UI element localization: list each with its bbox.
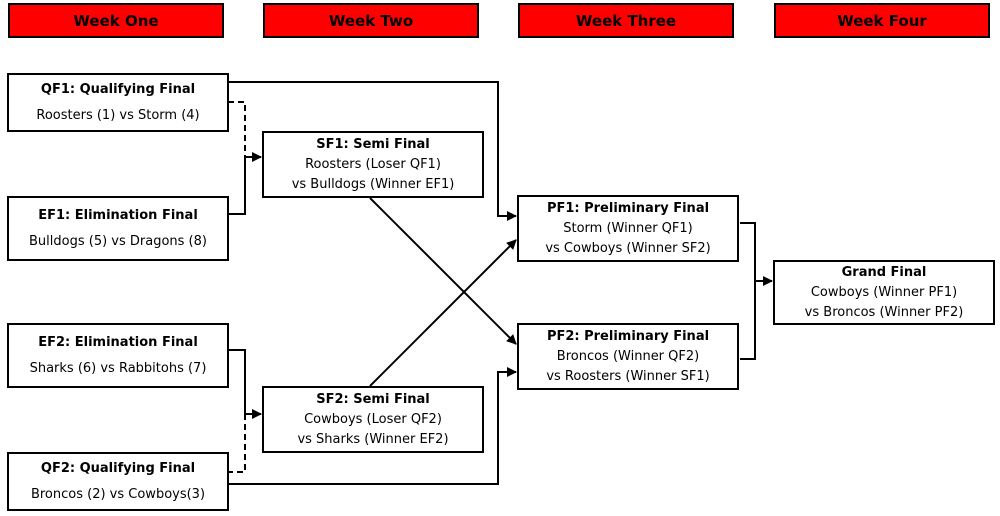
week-one-header: Week One xyxy=(8,3,224,38)
match-teams-line-2: vs Roosters (Winner SF1) xyxy=(546,368,710,384)
match-teams: Bulldogs (5) vs Dragons (8) xyxy=(29,233,207,249)
connector-ef2-sf2 xyxy=(228,349,262,419)
match-teams: Sharks (6) vs Rabbitohs (7) xyxy=(29,360,207,376)
connector-qf1-pf1 xyxy=(228,81,517,221)
connector-sf2-pf1 xyxy=(369,239,517,387)
connector-qf2-pf2 xyxy=(228,367,517,485)
week-three-header: Week Three xyxy=(518,3,734,38)
match-title: EF2: Elimination Final xyxy=(38,334,198,350)
match-title: Grand Final xyxy=(841,264,927,280)
connector-qf2-sf2-dashed xyxy=(228,414,246,473)
match-title: PF2: Preliminary Final xyxy=(546,328,710,344)
match-teams-line-1: Storm (Winner QF1) xyxy=(563,220,693,236)
match-title: QF1: Qualifying Final xyxy=(40,81,196,97)
match-grand-final: Grand Final Cowboys (Winner PF1) vs Bron… xyxy=(773,260,995,325)
match-pf2: PF2: Preliminary Final Broncos (Winner Q… xyxy=(517,323,739,390)
match-qf1: QF1: Qualifying Final Roosters (1) vs St… xyxy=(7,73,229,132)
week-four-header: Week Four xyxy=(774,3,990,38)
match-ef1: EF1: Elimination Final Bulldogs (5) vs D… xyxy=(7,196,229,261)
match-teams-line-1: Roosters (Loser QF1) xyxy=(305,156,441,172)
match-title: PF1: Preliminary Final xyxy=(546,200,710,216)
match-pf1: PF1: Preliminary Final Storm (Winner QF1… xyxy=(517,195,739,262)
match-teams: Roosters (1) vs Storm (4) xyxy=(36,107,200,123)
match-teams-line-1: Cowboys (Loser QF2) xyxy=(304,411,442,427)
match-qf2: QF2: Qualifying Final Broncos (2) vs Cow… xyxy=(7,452,229,511)
match-sf1: SF1: Semi Final Roosters (Loser QF1) vs … xyxy=(262,131,484,198)
match-teams-line-2: vs Bulldogs (Winner EF1) xyxy=(291,176,455,192)
connector-qf1-sf1-dashed xyxy=(228,101,246,157)
match-teams: Broncos (2) vs Cowboys(3) xyxy=(30,486,206,502)
match-sf2: SF2: Semi Final Cowboys (Loser QF2) vs S… xyxy=(262,386,484,453)
match-teams-line-1: Broncos (Winner QF2) xyxy=(556,348,700,364)
match-teams-line-2: vs Sharks (Winner EF2) xyxy=(297,431,449,447)
connector-pf1-gf xyxy=(740,222,756,360)
match-title: SF1: Semi Final xyxy=(316,136,430,152)
match-title: SF2: Semi Final xyxy=(316,391,430,407)
connector-ef1-sf1 xyxy=(228,152,262,215)
connector-sf1-pf2 xyxy=(369,197,517,345)
match-ef2: EF2: Elimination Final Sharks (6) vs Rab… xyxy=(7,323,229,388)
week-two-header: Week Two xyxy=(263,3,479,38)
match-title: EF1: Elimination Final xyxy=(38,207,198,223)
match-teams-line-2: vs Broncos (Winner PF2) xyxy=(804,304,964,320)
match-teams-line-1: Cowboys (Winner PF1) xyxy=(810,284,958,300)
match-teams-line-2: vs Cowboys (Winner SF2) xyxy=(545,240,711,256)
match-title: QF2: Qualifying Final xyxy=(40,460,196,476)
